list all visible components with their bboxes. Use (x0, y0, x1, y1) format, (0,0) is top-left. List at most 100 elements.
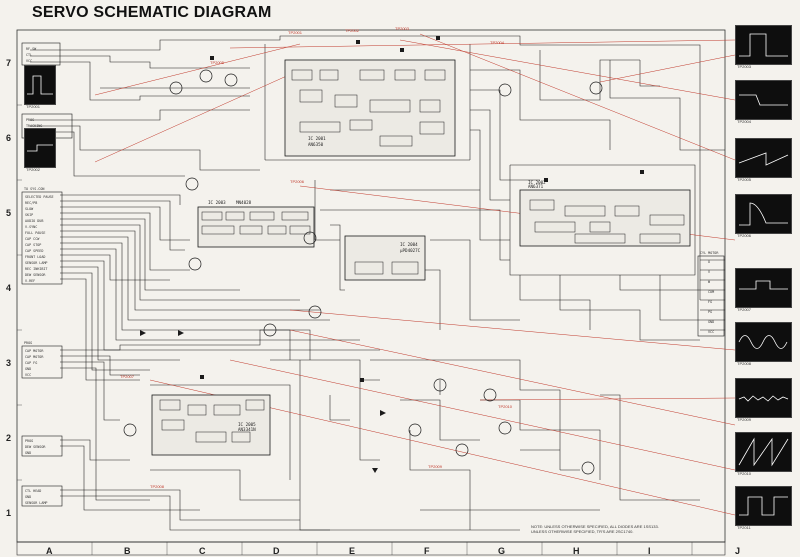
col-label-f: F (424, 546, 430, 556)
connector-p5-pin: SKIP (25, 213, 33, 217)
connector-p5-pin: AUDIO DUB (25, 219, 43, 223)
ic-2004: IC 2004 μPD4027C (344, 235, 426, 281)
transistor-q2007 (303, 231, 317, 245)
connector-p1: CTL HEAD GND SENSOR LAMP (21, 485, 63, 507)
transistor-q2006 (498, 83, 512, 97)
connector-p3-pin: GND (25, 367, 31, 371)
row-label-1: 1 (6, 508, 12, 518)
transistor-q2004 (185, 177, 199, 191)
ic-2005-part: AN3341N (238, 427, 256, 432)
row-label-5: 5 (6, 208, 12, 218)
col-label-b: B (124, 546, 131, 556)
col-label-g: G (498, 546, 506, 556)
test-point-label: TP2006 (290, 179, 305, 184)
test-point-label: TP2010 (498, 404, 513, 409)
connector-right-pin: U (708, 260, 710, 264)
connector-p7-pin-3: VCC (26, 59, 32, 63)
oscilloscope-right-9 (735, 486, 792, 526)
scope-caption: TP2001 (26, 104, 41, 109)
col-label-a: A (46, 546, 53, 556)
oscilloscope-right-6 (735, 322, 792, 362)
test-point-label: TP2003 (395, 26, 410, 31)
connector-p3-pin: CAP MOTOR (25, 349, 44, 353)
col-label-j: J (735, 546, 741, 556)
oscilloscope-right-7 (735, 378, 792, 418)
connector-p6-pin-2: TRACKING (26, 124, 42, 128)
transistor-q2009 (308, 305, 322, 319)
row-label-6: 6 (6, 133, 12, 143)
ic-2002: IC 2002 AN6371 (519, 180, 691, 247)
connector-p5-pin: SLOW (25, 207, 34, 211)
ic-2001-ref: IC 2001 (308, 136, 326, 141)
connector-right-pin: FG (708, 300, 712, 304)
connector-p5-pin: DEW SENSOR (25, 273, 46, 277)
transistor-q2017 (581, 461, 595, 475)
connector-p5-pin: V.REF (25, 279, 35, 283)
transistor-q2016 (498, 421, 512, 435)
connector-p7: RF SW CTL VCC (21, 42, 61, 66)
test-point-label: TP2009 (428, 464, 443, 469)
transistor-q2002 (199, 69, 213, 83)
connector-p2: PROG DEW SENSOR GND (21, 435, 63, 457)
transistor-q2001 (169, 81, 183, 95)
scope-caption: TP2003 (737, 64, 752, 69)
col-label-h: H (573, 546, 580, 556)
connector-cylinder-motor: CYL MOTOR U V W COM FG PG GND VCC (697, 251, 725, 337)
connector-p5-pin: CAP STOP (25, 243, 41, 247)
connector-p3-pin: VCC (25, 373, 31, 377)
ic-2003: IC 2003 MN4028 (197, 200, 315, 248)
col-label-c: C (199, 546, 206, 556)
row-label-3: 3 (6, 358, 12, 368)
row-label-4: 4 (6, 283, 12, 293)
transistor-q2012 (433, 378, 447, 392)
oscilloscope-right-5 (735, 268, 792, 308)
scope-caption: TP2011 (737, 525, 751, 530)
connector-right-pin: V (708, 270, 710, 274)
col-label-e: E (349, 546, 356, 556)
connector-p5-pin: REC INHIBIT (25, 267, 47, 271)
transistor-q2014 (408, 423, 422, 437)
oscilloscope-left-1 (24, 65, 56, 105)
connector-p3-header: PROG (24, 341, 32, 345)
connector-p5-pin: REC/PB (25, 201, 37, 205)
row-label-2: 2 (6, 433, 12, 443)
connector-right-header: CYL MOTOR (700, 251, 719, 255)
connector-right-pin: VCC (708, 330, 714, 334)
col-label-d: D (273, 546, 280, 556)
scope-caption: TP2002 (26, 167, 41, 172)
scope-caption: TP2005 (737, 177, 752, 182)
connector-right-pin: GND (708, 320, 714, 324)
connector-p5-pin: FULL PAUSE (25, 231, 45, 235)
ic-2004-part: μPD4027C (400, 248, 421, 253)
page-title: SERVO SCHEMATIC DIAGRAM (32, 4, 272, 21)
connector-p5-header: TO SYS.CON (24, 187, 44, 191)
oscilloscope-right-8 (735, 432, 792, 472)
connector-p2-pin: DEW SENSOR (25, 445, 46, 449)
oscilloscope-left-2 (24, 128, 56, 168)
transistor-q2013 (483, 388, 497, 402)
ic-2004-ref: IC 2004 (400, 242, 418, 247)
transistor-q2005 (589, 81, 603, 95)
scope-caption: TP2004 (737, 119, 752, 124)
connector-p1-pin: SENSOR LAMP (25, 501, 47, 505)
connector-p1-pin: CTL HEAD (25, 489, 41, 493)
scope-caption: TP2007 (737, 307, 752, 312)
connector-p1-pin: GND (25, 495, 31, 499)
ic-2001: IC 2001 AN6350 (284, 59, 456, 157)
transistor-q2011 (123, 423, 137, 437)
ic-2005: IC 2005 AN3341N (151, 394, 271, 456)
scope-caption: TP2008 (737, 361, 752, 366)
connector-p6-pin-1: PROG (26, 118, 34, 122)
ic-2003-ref: IC 2003 (208, 200, 226, 205)
ic-2003-part: MN4028 (236, 200, 252, 205)
ic-2005-ref: IC 2005 (238, 422, 256, 427)
connector-p3: PROG CAP MOTOR CAP MOTOR CAP FG GND VCC (21, 341, 63, 379)
ic-2001-part: AN6350 (308, 142, 324, 147)
transistor-q2010 (263, 323, 277, 337)
transistor-q2015 (455, 443, 469, 457)
connector-p2-pin: PROG (25, 439, 33, 443)
connector-p5: TO SYS.CON SELECTED PAUSE REC/PB SLOW SK… (21, 187, 63, 285)
test-point-label: TP2007 (120, 374, 135, 379)
